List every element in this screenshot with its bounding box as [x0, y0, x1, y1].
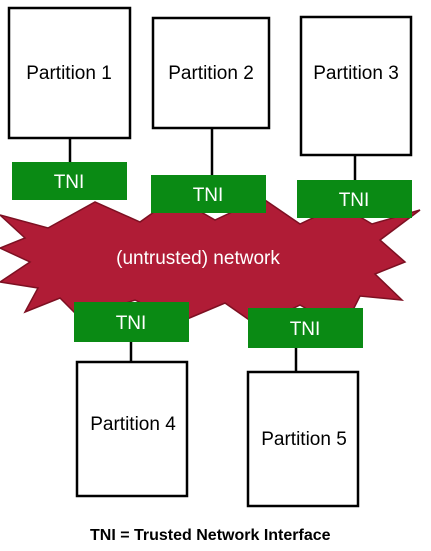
partition-2-label: Partition 2: [168, 63, 254, 84]
partition-2-box: [151, 16, 271, 130]
partition-1-label: Partition 1: [26, 63, 112, 84]
partition-4-box: [75, 360, 189, 498]
tni-5-label: TNI: [290, 319, 321, 340]
partition-3-label: Partition 3: [313, 63, 399, 84]
tni-4-box: [74, 302, 189, 342]
tni-legend: TNI = Trusted Network Interface: [90, 527, 331, 544]
partition-4-label: Partition 4: [90, 414, 176, 435]
tni-4-label: TNI: [116, 313, 147, 334]
tni-3-label: TNI: [339, 190, 370, 211]
tni-3-box: [297, 180, 412, 218]
network-label: (untrusted) network: [116, 248, 280, 269]
tni-1-label: TNI: [54, 172, 85, 193]
tni-2-box: [151, 175, 266, 213]
partition-1-box: [7, 6, 132, 140]
partition-5-label: Partition 5: [261, 429, 347, 450]
partition-3-box: [299, 15, 413, 157]
tni-1-box: [12, 162, 127, 200]
tni-2-label: TNI: [193, 185, 224, 206]
tni-5-box: [248, 308, 363, 348]
untrusted-network-shape: [0, 196, 421, 332]
partition-5-box: [246, 370, 360, 508]
